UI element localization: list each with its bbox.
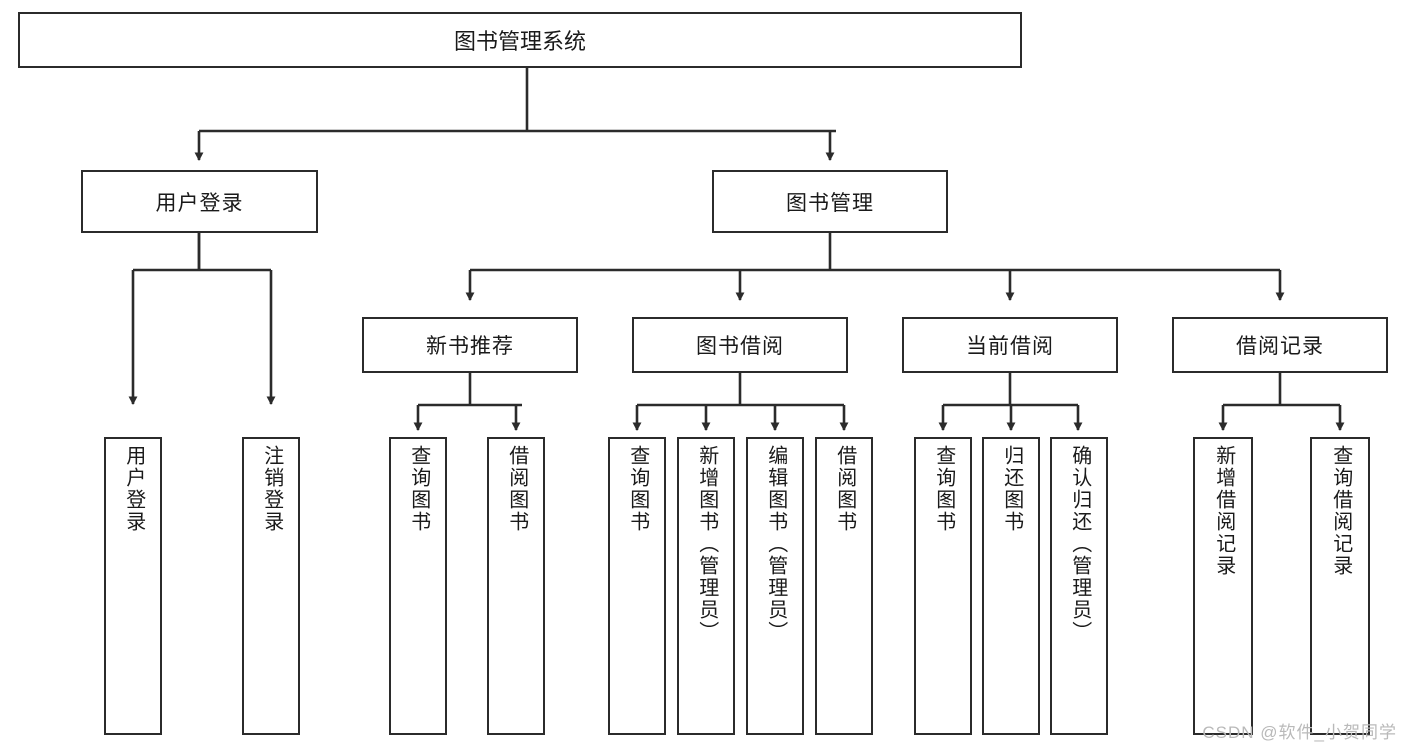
- node-book-borrow[interactable]: 图书借阅: [632, 317, 848, 373]
- node-book-management[interactable]: 图书管理: [712, 170, 948, 233]
- node-user-login[interactable]: 用户登录: [81, 170, 318, 233]
- leaf-edit-book-admin[interactable]: 编辑图书（管理员）: [746, 437, 804, 735]
- node-label: 借阅记录: [1236, 335, 1324, 358]
- leaf-borrow-book-recommend[interactable]: 借阅图书: [487, 437, 545, 735]
- node-label: 图书借阅: [696, 335, 784, 358]
- node-new-book-recommend[interactable]: 新书推荐: [362, 317, 578, 373]
- leaf-confirm-return-admin[interactable]: 确认归还（管理员）: [1050, 437, 1108, 735]
- leaf-query-book-recommend[interactable]: 查询图书: [389, 437, 447, 735]
- leaf-add-book-admin[interactable]: 新增图书（管理员）: [677, 437, 735, 735]
- node-label: 编辑图书（管理员）: [764, 445, 787, 643]
- leaf-add-borrow-record[interactable]: 新增借阅记录: [1193, 437, 1253, 735]
- node-label: 借阅图书: [505, 445, 528, 533]
- leaf-logout-login[interactable]: 注销登录: [242, 437, 300, 735]
- node-label: 用户登录: [122, 445, 145, 533]
- node-root-system[interactable]: 图书管理系统: [18, 12, 1022, 68]
- node-label: 查询图书: [932, 445, 955, 533]
- node-borrow-record[interactable]: 借阅记录: [1172, 317, 1388, 373]
- node-label: 确认归还（管理员）: [1068, 445, 1091, 643]
- leaf-return-book[interactable]: 归还图书: [982, 437, 1040, 735]
- node-current-borrow[interactable]: 当前借阅: [902, 317, 1118, 373]
- node-label: 图书管理: [786, 191, 874, 215]
- node-label: 用户登录: [155, 191, 244, 215]
- node-label: 归还图书: [1000, 445, 1023, 533]
- node-label: 查询借阅记录: [1329, 445, 1352, 577]
- leaf-borrow-book[interactable]: 借阅图书: [815, 437, 873, 735]
- leaf-user-login[interactable]: 用户登录: [104, 437, 162, 735]
- watermark-text: CSDN @软件_小贺同学: [1202, 723, 1397, 742]
- node-label: 当前借阅: [966, 335, 1054, 358]
- node-label: 查询图书: [626, 445, 649, 533]
- node-label: 新书推荐: [426, 335, 514, 358]
- node-label: 图书管理系统: [453, 29, 586, 54]
- node-label: 借阅图书: [833, 445, 856, 533]
- leaf-query-book-current[interactable]: 查询图书: [914, 437, 972, 735]
- node-label: 注销登录: [260, 445, 283, 533]
- node-label: 新增借阅记录: [1212, 445, 1235, 577]
- leaf-query-book-borrow[interactable]: 查询图书: [608, 437, 666, 735]
- node-label: 新增图书（管理员）: [695, 445, 718, 643]
- leaf-query-borrow-record[interactable]: 查询借阅记录: [1310, 437, 1370, 735]
- node-label: 查询图书: [407, 445, 430, 533]
